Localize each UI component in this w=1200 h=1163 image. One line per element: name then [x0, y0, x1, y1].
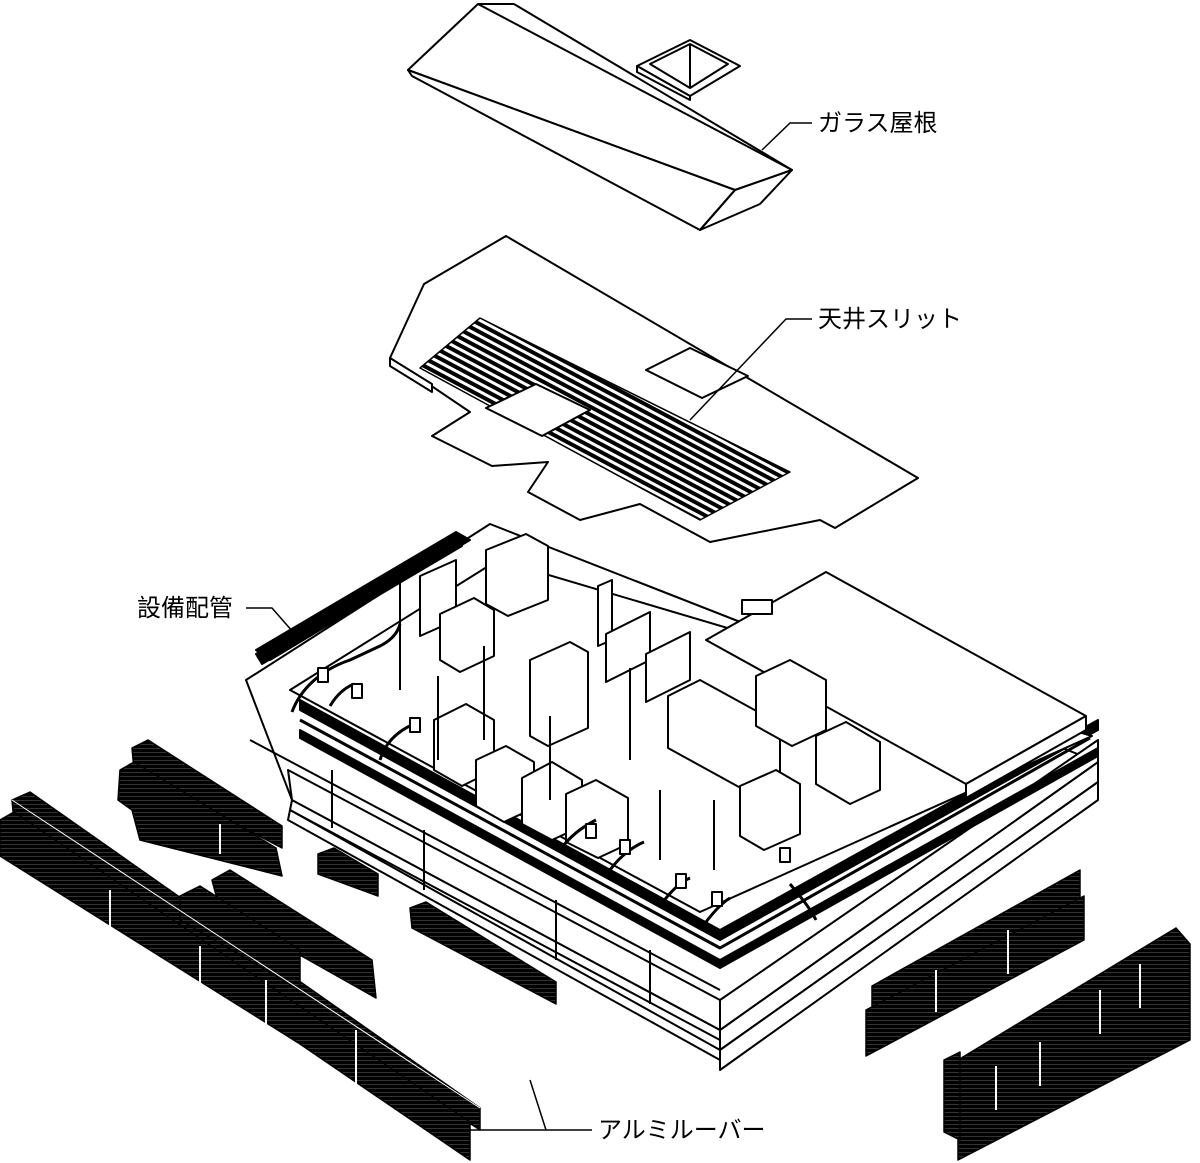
leader-glass-roof — [761, 122, 812, 151]
roof-skylight-box — [636, 39, 741, 101]
leader-louver — [529, 1079, 592, 1131]
floor-structure — [245, 523, 1099, 1071]
louver-right-group — [865, 869, 1191, 1161]
leader-lines — [246, 122, 812, 1131]
ceiling-slit-band — [419, 317, 791, 521]
label-piping: 設備配管 — [137, 594, 233, 622]
label-aluminum-louver: アルミルーバー — [598, 1116, 766, 1144]
label-glass-roof: ガラス屋根 — [818, 109, 938, 137]
glass-roof — [407, 3, 793, 231]
leader-piping — [246, 607, 301, 641]
label-ceiling-slit: 天井スリット — [818, 305, 962, 333]
ceiling-slit-plate — [389, 235, 919, 543]
louver-left-group — [0, 739, 557, 1161]
leader-ceiling-slit — [689, 318, 812, 421]
